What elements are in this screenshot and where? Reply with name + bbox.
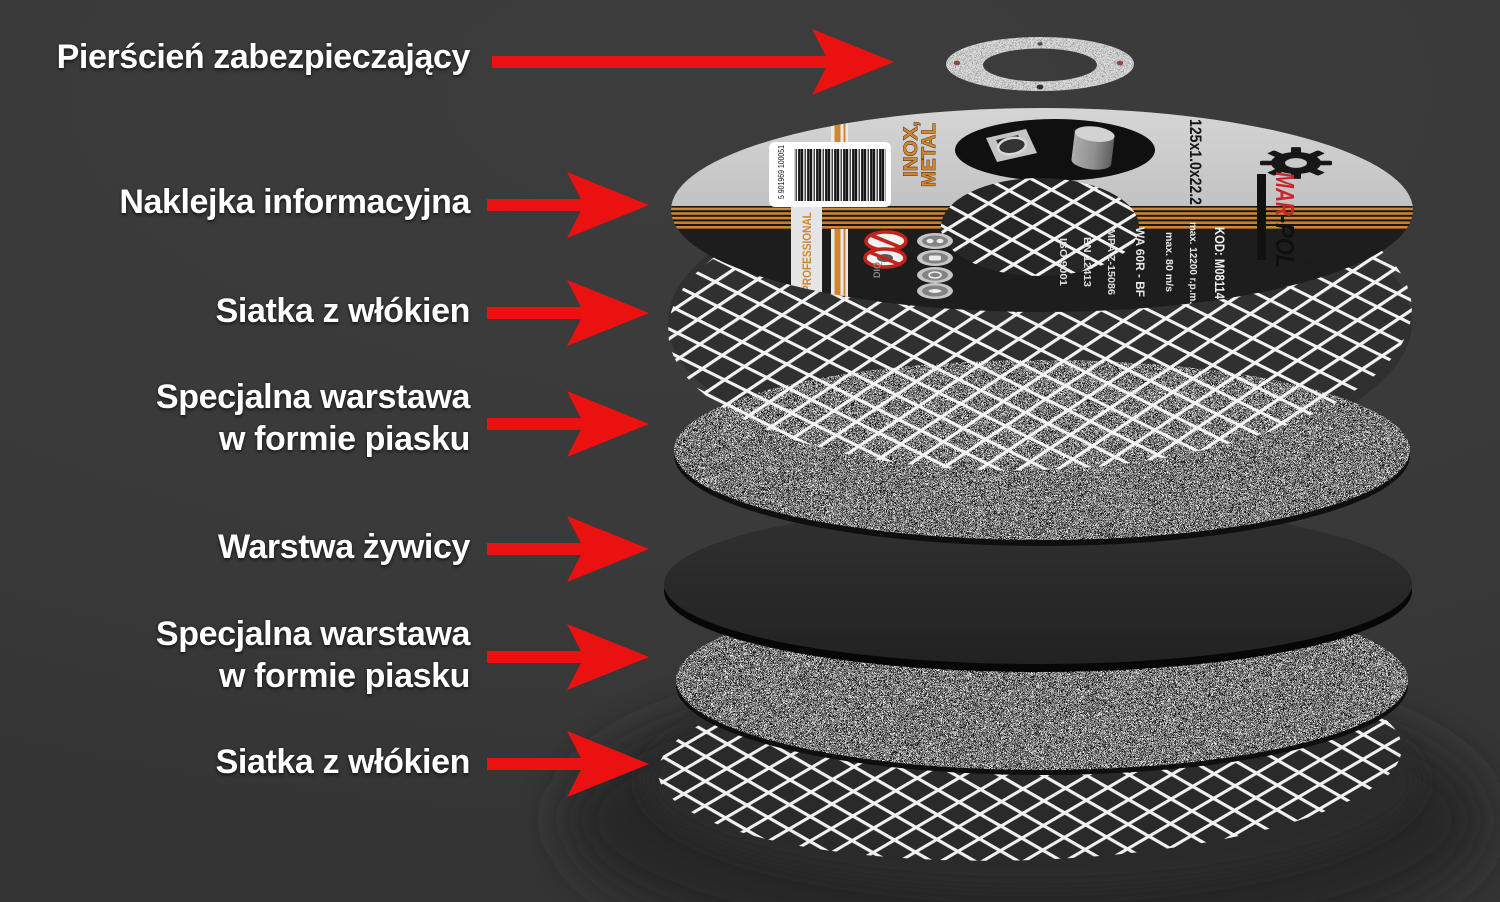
arrow-sand-bottom bbox=[487, 624, 649, 690]
max-speed-text: max. 80 m/s bbox=[1163, 232, 1175, 292]
layer-securing-ring bbox=[946, 37, 1134, 91]
professional-text: PROFESSIONAL bbox=[800, 212, 814, 292]
callout-sand-layer-bottom: Specjalna warstawa w formie piasku bbox=[156, 613, 470, 697]
diq-mark: DIQ bbox=[872, 262, 882, 278]
cert-iso-text: ISO 9001 bbox=[1057, 238, 1069, 286]
callout-fiber-mesh-bottom: Siatka z włókien bbox=[215, 741, 471, 783]
ring-rivet-left bbox=[953, 60, 961, 66]
callout-line: Siatka z włókien bbox=[215, 743, 471, 781]
prohibition-icon-1 bbox=[864, 230, 908, 252]
arrow-ring bbox=[492, 29, 894, 95]
callout-line: w formie piasku bbox=[219, 420, 470, 458]
cert-mpa-text: MPA Z-15086 bbox=[1105, 229, 1117, 295]
professional-strip bbox=[791, 207, 822, 295]
ppe-icon-gloves bbox=[917, 250, 953, 266]
arrow-sand-top bbox=[487, 391, 649, 457]
arrow-label bbox=[487, 172, 649, 238]
kod-text: KOD: M08114 bbox=[1212, 227, 1228, 299]
material-metal: METAL bbox=[919, 123, 940, 187]
ppe-icon-goggles bbox=[917, 233, 953, 249]
callout-line: w formie piasku bbox=[219, 657, 470, 695]
layer-resin bbox=[664, 504, 1412, 672]
callout-line: Siatka z włókien bbox=[215, 292, 471, 330]
arrow-mesh-bottom bbox=[487, 731, 649, 797]
callout-sand-layer-top: Specjalna warstawa w formie piasku bbox=[156, 376, 470, 460]
brand-logo: MAR -POL ® bbox=[1257, 147, 1332, 268]
brand-mar: MAR bbox=[1270, 172, 1300, 216]
ppe-icon-ear bbox=[917, 267, 953, 283]
max-rpm-text: max. 12200 r.p.m. bbox=[1187, 222, 1199, 304]
callout-securing-ring: Pierścień zabezpieczający bbox=[56, 36, 471, 78]
spec-text: WA 60R - BF bbox=[1133, 227, 1147, 297]
gear-icon bbox=[1260, 147, 1332, 179]
brand-underline-bar bbox=[1257, 174, 1266, 260]
callout-fiber-mesh-top: Siatka z włókien bbox=[215, 290, 471, 332]
cert-en-text: EN 12413 bbox=[1081, 237, 1093, 287]
ppe-icon-mask bbox=[917, 283, 953, 299]
barcode: 5 901969 100051 bbox=[769, 142, 891, 207]
callout-info-label: Naklejka informacyjna bbox=[119, 181, 470, 223]
callout-line: Naklejka informacyjna bbox=[119, 183, 470, 221]
brand-pol: -POL bbox=[1270, 216, 1300, 268]
callout-arrows bbox=[487, 29, 894, 797]
prohibition-icon-2 bbox=[863, 247, 907, 269]
cut-metal-illustration bbox=[955, 119, 1155, 181]
arrow-mesh-top bbox=[487, 280, 649, 346]
registered-mark: ® bbox=[1301, 258, 1313, 266]
arrow-resin bbox=[487, 516, 649, 582]
layer-info-label: PROFESSIONAL 5 901969 100051 INOX, METAL bbox=[671, 108, 1413, 312]
label-center-hole bbox=[941, 178, 1139, 276]
dimensions-text: 125x1.0x22.2 bbox=[1186, 119, 1205, 205]
callout-line: Specjalna warstawa bbox=[155, 615, 470, 653]
callout-resin-layer: Warstwa żywicy bbox=[218, 526, 470, 568]
callout-line: Warstwa żywicy bbox=[217, 528, 470, 566]
barcode-number: 5 901969 100051 bbox=[776, 145, 786, 199]
ring-rivet-top bbox=[1037, 42, 1043, 46]
tech-text-block: KOD: M08114 max. 12200 r.p.m. max. 80 m/… bbox=[1057, 222, 1228, 304]
ring-rivet-right bbox=[1116, 60, 1124, 66]
material-inox: INOX, bbox=[901, 121, 922, 177]
ring-rivet-bottom bbox=[1036, 84, 1044, 90]
callout-line: Specjalna warstawa bbox=[155, 378, 470, 416]
safety-icons: DIQ bbox=[863, 230, 953, 299]
callout-line: Pierścień zabezpieczający bbox=[56, 38, 471, 76]
